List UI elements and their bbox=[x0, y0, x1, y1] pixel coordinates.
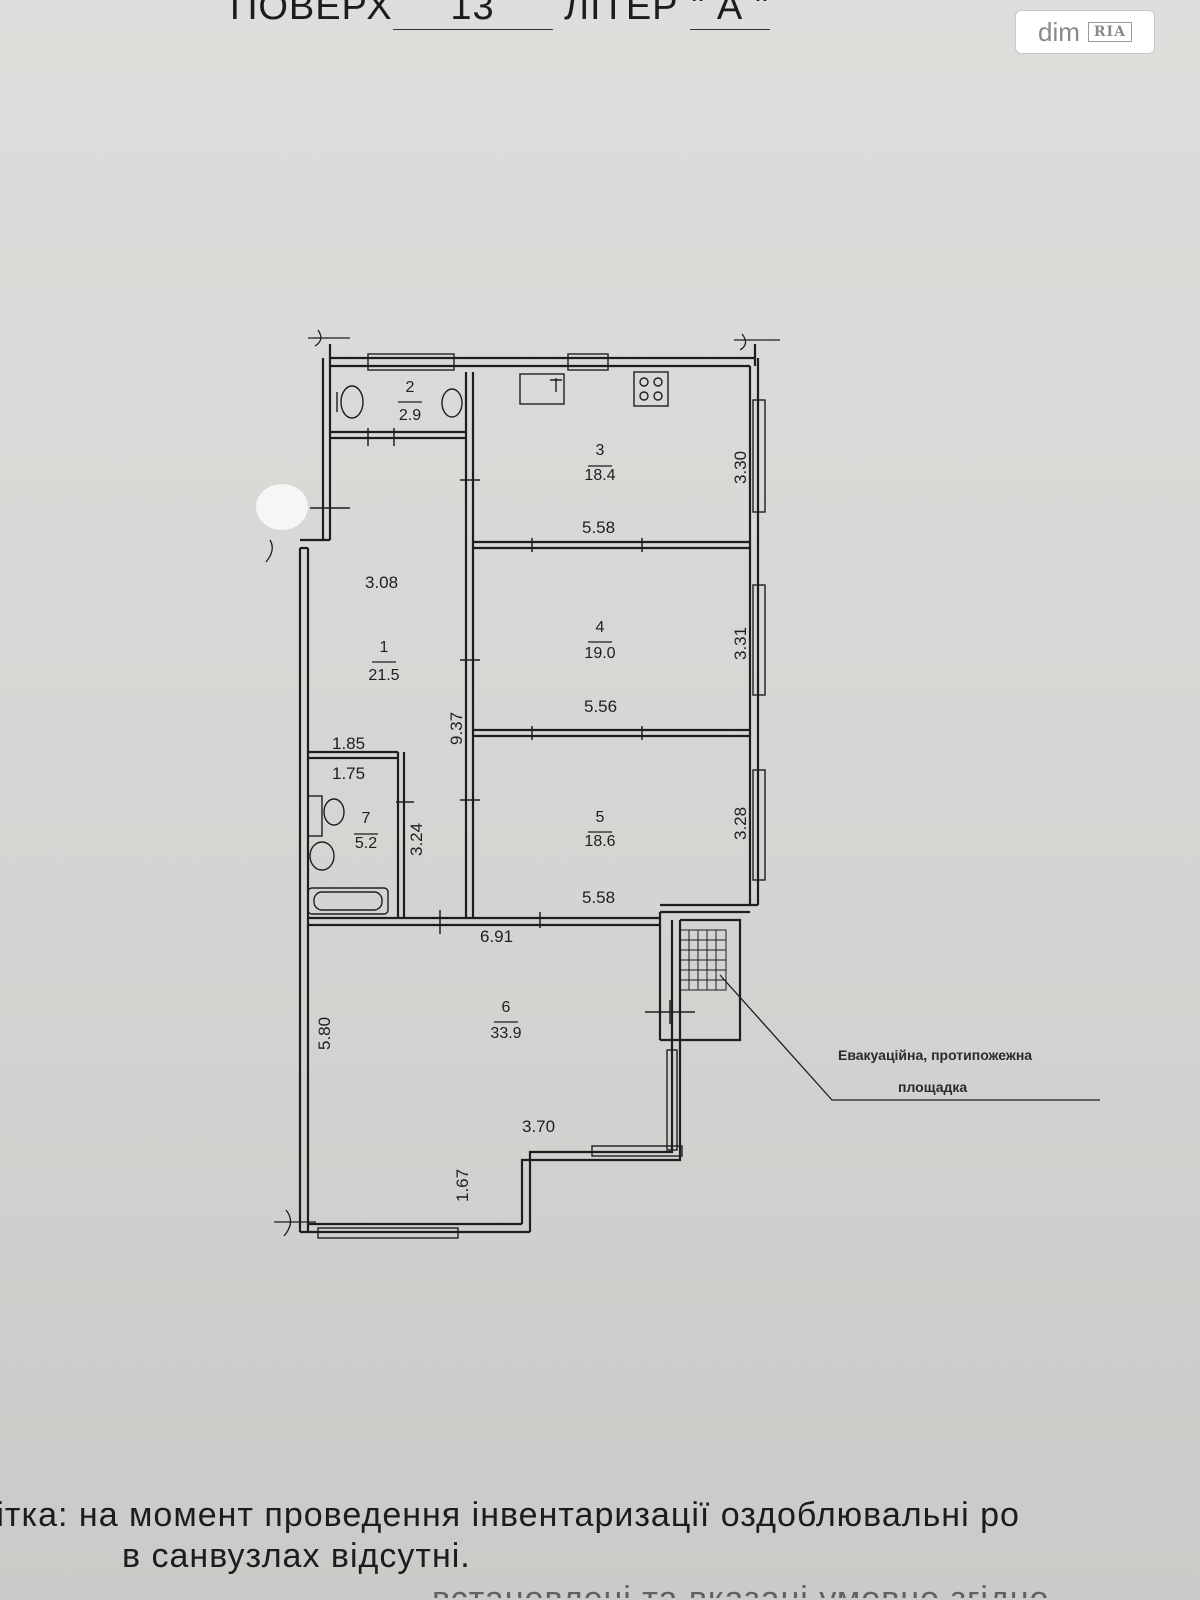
note-line1: мітка: на момент проведення інвентаризац… bbox=[0, 1496, 1020, 1534]
room-number: 4 bbox=[596, 619, 605, 636]
watermark-badge: RIA bbox=[1087, 22, 1132, 42]
room-area: 21.5 bbox=[368, 667, 399, 684]
bath-toilet-icon bbox=[309, 841, 335, 871]
room-area: 18.4 bbox=[584, 467, 615, 484]
dimension-label: 5.56 bbox=[584, 697, 617, 716]
letter-value: " А " bbox=[690, 0, 771, 30]
door-markers bbox=[310, 428, 695, 1024]
footer-note: мітка: на момент проведення інвентаризац… bbox=[0, 1496, 1200, 1598]
fixtures bbox=[307, 371, 669, 915]
dimension-label: 3.08 bbox=[365, 573, 398, 592]
room-number: 1 bbox=[380, 639, 389, 656]
dimension-label: 1.75 bbox=[332, 764, 365, 783]
watermark-logo: dim RIA bbox=[1015, 10, 1155, 54]
windows bbox=[317, 353, 766, 1239]
room-number: 2 bbox=[406, 379, 415, 396]
stove-icon bbox=[633, 371, 669, 407]
room-area: 33.9 bbox=[490, 1025, 521, 1042]
bathtub-icon bbox=[307, 887, 389, 915]
room-number: 5 bbox=[596, 809, 605, 826]
room-area: 18.6 bbox=[584, 833, 615, 850]
room-area: 2.9 bbox=[399, 407, 421, 424]
note-line2: в санвузлах відсутні. bbox=[122, 1537, 471, 1575]
dimension-label: 3.70 bbox=[522, 1117, 555, 1136]
annotation-line1: Евакуаційна, протипожежна bbox=[838, 1047, 1032, 1063]
entrance-marker-icon bbox=[256, 484, 308, 530]
dimension-label: 5.80 bbox=[315, 1017, 334, 1050]
floor-number: 13 bbox=[392, 0, 553, 30]
dimension-label: 5.58 bbox=[582, 518, 615, 537]
dimension-label: 1.85 bbox=[332, 734, 365, 753]
dimension-label: 3.30 bbox=[731, 451, 750, 484]
walls bbox=[298, 344, 760, 1234]
bath-sink-icon bbox=[307, 795, 323, 837]
toilet-icon bbox=[340, 385, 364, 419]
evacuation-grid bbox=[679, 929, 1100, 1101]
dimension-label: 9.37 bbox=[447, 712, 466, 745]
dimension-label: 3.28 bbox=[731, 807, 750, 840]
room-area: 5.2 bbox=[355, 835, 377, 852]
dimension-label: 3.31 bbox=[731, 627, 750, 660]
letter-label: ЛІТЕР bbox=[564, 0, 679, 28]
note-line3: встановлені та вказані умовно згідно bbox=[0, 1580, 1200, 1598]
dimension-label: 3.24 bbox=[407, 823, 426, 856]
dimension-label: 1.67 bbox=[453, 1169, 472, 1202]
kitchen-sink-icon bbox=[519, 373, 565, 405]
floor-label: ПОВЕРХ bbox=[230, 0, 393, 28]
dimension-label: 5.58 bbox=[582, 888, 615, 907]
room-number: 6 bbox=[502, 999, 511, 1016]
room-area: 19.0 bbox=[584, 645, 615, 662]
room-number: 3 bbox=[596, 442, 605, 459]
annotation-line2: площадка bbox=[898, 1079, 967, 1095]
room-number: 7 bbox=[362, 810, 371, 827]
watermark-text: dim bbox=[1038, 16, 1080, 47]
dimension-label: 6.91 bbox=[480, 927, 513, 946]
break-markers bbox=[265, 329, 780, 1237]
sink-icon bbox=[441, 388, 463, 418]
